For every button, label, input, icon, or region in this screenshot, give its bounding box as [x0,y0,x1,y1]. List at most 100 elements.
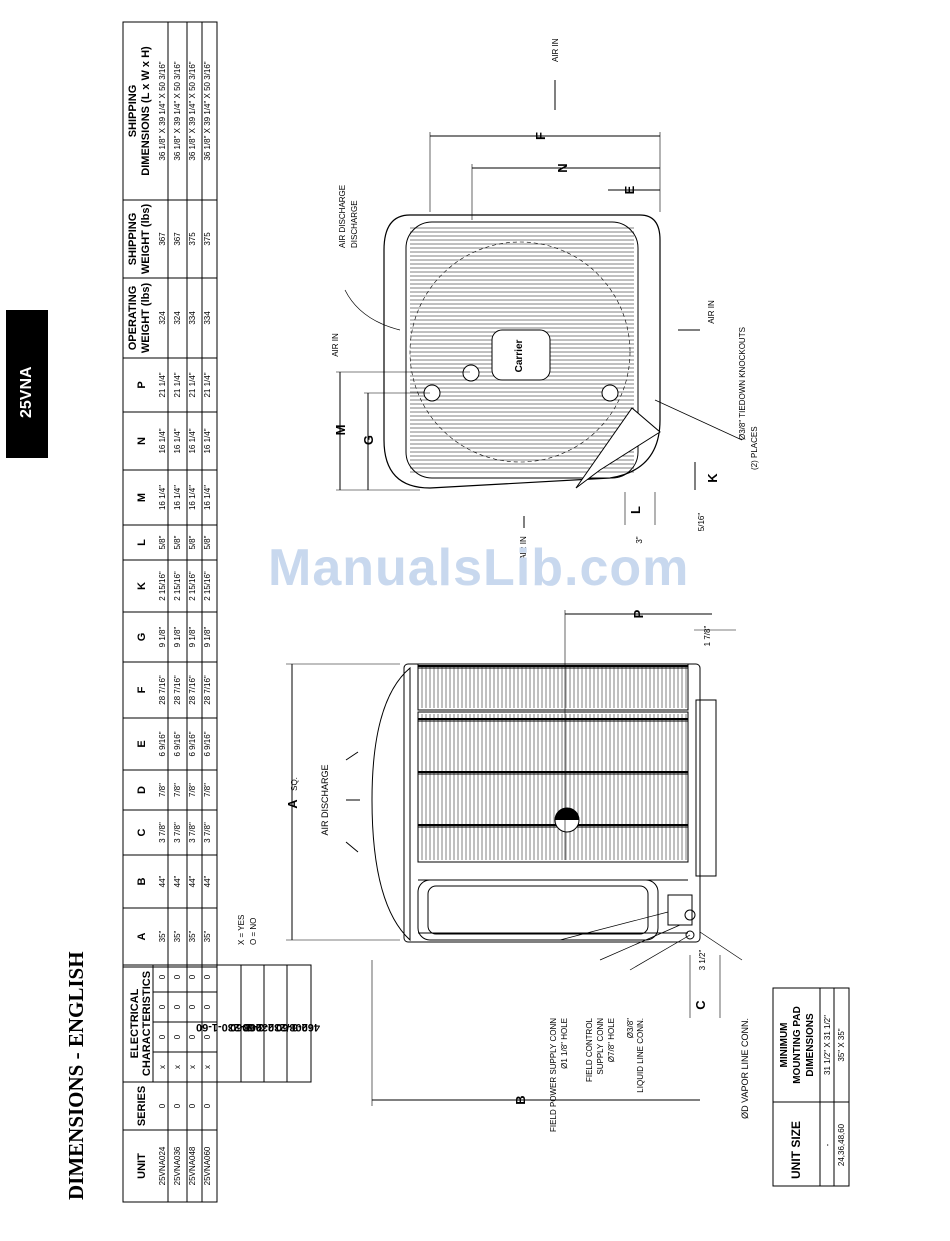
table-header-p: P [136,381,148,388]
cell-value: 21 1/4" [173,372,182,397]
upper-grille-panel [417,663,689,711]
table-border-upper [122,21,218,968]
cell-value: 5/8" [188,535,197,549]
cell-value: 7/8" [188,783,197,797]
cell-value: 16 1/4" [188,485,197,510]
header-characteristics: CHARACTERISTICS [141,971,153,1076]
cell-value: 7/8" [173,783,182,797]
cell-electrical: 0 [203,1004,212,1009]
cell-value: 334 [203,311,212,325]
cell-value: 6 9/16" [188,731,197,756]
table-header-series: SERIES [136,1086,148,1126]
cell-value: 36 1/8" X 39 1/4" X 50 3/16" [203,61,212,160]
air-in-bottom-partial: AIR IN [519,536,528,560]
dim-l-label: L [628,506,643,514]
cell-value: 7/8" [203,783,212,797]
pad-dim-cell: 31 1/2" X 31 1/2" [823,1015,832,1075]
cell-value: 3 7/8" [158,822,167,843]
cell-electrical: 0 [173,1004,182,1009]
header-shipping-weight: WEIGHT (lbs) [140,204,152,275]
air-in-left: AIR IN [331,333,340,357]
pad-unit-cell: - [823,1143,832,1146]
cell-unit: 25VNA024 [158,1146,167,1185]
header-shipping: SHIPPING [127,213,139,266]
cell-value: 6 9/16" [158,731,167,756]
cell-value: 5/8" [173,535,182,549]
cell-value: 35" [173,930,182,942]
cell-value: 16 1/4" [203,485,212,510]
connection-callout: Ø7/8" HOLE [607,1018,616,1062]
cell-value: 21 1/4" [188,372,197,397]
table-header-m: M [136,493,148,502]
top-air-discharge-label-2: DISCHARGE [350,200,359,248]
cell-value: 44" [203,875,212,887]
air-discharge-arrow [345,841,359,853]
cell-value: 2 15/16" [188,571,197,601]
cell-value: 44" [173,875,182,887]
cell-value: 5/8" [203,535,212,549]
air-discharge-leader [344,289,401,331]
air-discharge-label: AIR DISCHARGE [320,764,330,835]
cell-electrical: x [188,1065,197,1069]
table-header-f: F [136,686,148,693]
cell-value: 16 1/4" [173,428,182,453]
cell-value: 375 [203,232,212,246]
pad-dim-cell: 35" X 35" [837,1028,846,1061]
cell-electrical: 0 [188,1004,197,1009]
callout-leader [699,931,743,961]
cell-electrical: 0 [203,974,212,979]
watermark: ManualsLib.com [268,539,690,597]
cell-electrical: 0 [188,974,197,979]
cell-value: 6 9/16" [173,731,182,756]
dim-b-label: B [513,1095,528,1104]
connection-callout: SUPPLY CONN [596,1018,605,1075]
dim-m-label: M [333,425,348,436]
cell-value: 334 [188,311,197,325]
air-discharge-arrow [345,751,359,761]
tiedown-circle-icon [462,364,480,382]
table-header-n: N [136,437,148,445]
cell-value: 3 7/8" [188,822,197,843]
cell-value: 16 1/4" [158,485,167,510]
pad-unit-cell: 24,36,48,60 [837,1123,846,1166]
fan-circle [409,241,631,463]
cell-electrical: x [173,1065,182,1069]
cell-value: 16 1/4" [203,428,212,453]
cell-value: 28 7/16" [158,675,167,705]
fan-guard [405,221,639,479]
cell-value: 5/8" [158,535,167,549]
cell-electrical: 0 [158,974,167,979]
cell-value: 28 7/16" [188,675,197,705]
table-header-e: E [136,740,148,747]
electrical-label: 208-230-1-60 [196,1021,262,1033]
header-shipping-dim: SHIPPING [127,85,139,138]
header-operating: OPERATING [127,286,139,351]
cell-value: 35" [188,930,197,942]
cell-electrical: 0 [188,1034,197,1039]
access-panel [417,879,659,941]
header-electrical: ELECTRICAL [129,988,141,1058]
dim-c-value: 3 1/2" [698,950,707,971]
cell-value: 16 1/4" [188,428,197,453]
table-header-a: A [136,932,148,940]
table-header-l: L [136,539,148,546]
cell-value: 44" [188,875,197,887]
dim-a-sq: SQ. [290,777,299,791]
header-shipping-dimensions: DIMENSIONS (L x W x H) [140,46,152,176]
tiedown-circle-icon [601,384,619,402]
pad-header-dimensions: DIMENSIONS [805,1013,816,1077]
air-in-top: AIR IN [551,38,560,62]
pad-table-border [772,987,850,1187]
tiedown-leader [654,399,743,441]
connection-callout: LIQUID LINE CONN. [636,1018,645,1093]
electrical-label: 208/230-3-60 [242,1021,307,1033]
electrical-label: 230-1-60 [230,1021,274,1033]
cell-unit: 25VNA036 [173,1146,182,1185]
cell-value: 21 1/4" [158,372,167,397]
top-air-discharge-label: AIR DISCHARGE [338,185,347,248]
cell-value: 324 [173,311,182,325]
